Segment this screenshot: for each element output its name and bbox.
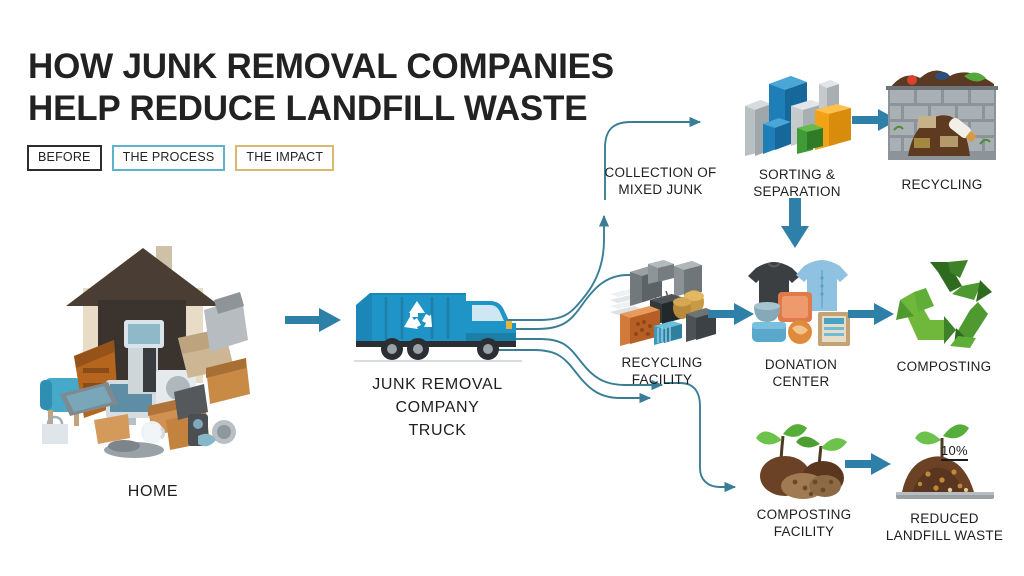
node-sorting[interactable]: SORTING & SEPARATION [722, 62, 872, 200]
arrow-sorting-to-recycling [852, 109, 898, 131]
node-composting-facility[interactable]: COMPOSTING FACILITY [738, 420, 870, 540]
recycling-compost-bin-icon [884, 58, 1000, 166]
tag-before[interactable]: BEFORE [27, 145, 102, 171]
house-with-junk-pile-icon [28, 228, 278, 468]
reduction-percentage-badge: 10% [941, 443, 968, 461]
donated-goods-icon [742, 256, 860, 352]
node-collection-label: COLLECTION OF MIXED JUNK [604, 165, 717, 197]
section-tag-group: BEFORE THE PROCESS THE IMPACT [27, 145, 335, 171]
node-reduced-landfill-label: REDUCED LANDFILL WASTE [885, 511, 1004, 543]
node-home[interactable]: HOME [18, 228, 288, 502]
sprouting-soil-icon [745, 420, 863, 502]
arrow-compfacility-to-reduced [845, 453, 891, 475]
title-line-1: HOW JUNK REMOVAL COMPANIES [28, 47, 614, 86]
wire-to-composting-facility [665, 382, 737, 493]
node-home-label: HOME [127, 483, 179, 500]
node-truck[interactable]: JUNK REMOVAL COMPANY TRUCK [330, 275, 545, 442]
node-recycling[interactable]: RECYCLING [872, 58, 1012, 193]
node-composting-facility-label: COMPOSTING FACILITY [756, 507, 852, 539]
garbage-truck-icon [348, 275, 528, 365]
tag-the-process[interactable]: THE PROCESS [111, 145, 226, 171]
node-donation-label: DONATION CENTER [764, 357, 838, 389]
node-sorting-label: SORTING & SEPARATION [753, 167, 841, 199]
compost-pile-icon [890, 418, 1000, 504]
title-line-2: HELP REDUCE LANDFILL WASTE [28, 89, 588, 128]
node-recycling-facility[interactable]: RECYCLING FACILITY [592, 258, 732, 388]
node-recycling-label: RECYCLING [901, 177, 983, 192]
node-reduced-landfill[interactable]: REDUCED LANDFILL WASTE [872, 418, 1017, 544]
scrap-materials-icon [602, 258, 722, 350]
page-title: HOW JUNK REMOVAL COMPANIES HELP REDUCE L… [28, 46, 688, 130]
arrow-home-to-truck [285, 308, 341, 332]
node-donation[interactable]: DONATION CENTER [733, 256, 869, 390]
sorting-bins-icon [733, 62, 861, 162]
node-collection[interactable]: COLLECTION OF MIXED JUNK [578, 160, 743, 198]
node-composting-label: COMPOSTING [896, 359, 992, 374]
node-recycling-facility-label: RECYCLING FACILITY [621, 355, 703, 387]
recycle-symbol-icon [892, 258, 996, 350]
tag-the-impact[interactable]: THE IMPACT [235, 145, 335, 171]
node-truck-label: JUNK REMOVAL COMPANY TRUCK [372, 376, 503, 439]
arrow-sorting-to-donation [781, 198, 809, 248]
arrow-facility-to-donation [708, 303, 754, 325]
hook-collection-to-sorting [604, 116, 702, 200]
node-composting[interactable]: COMPOSTING [878, 258, 1010, 375]
arrow-donation-to-composting [848, 303, 894, 325]
